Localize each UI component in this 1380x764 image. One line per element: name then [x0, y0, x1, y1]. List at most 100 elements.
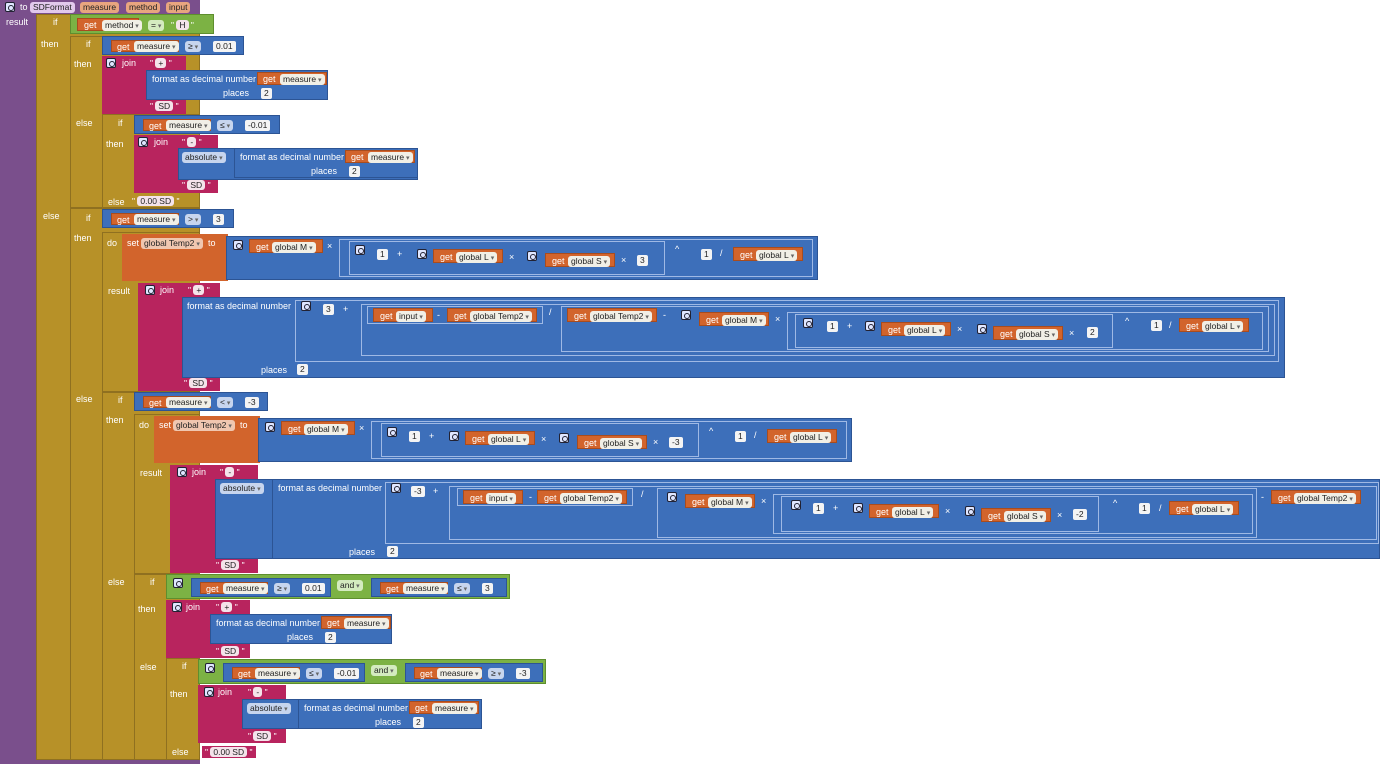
number-field[interactable]: 3: [482, 583, 493, 594]
get-global-l-block[interactable]: get global L: [733, 247, 803, 261]
mutator-gear-icon[interactable]: [106, 58, 116, 68]
get-measure-block[interactable]: get measure: [414, 667, 482, 679]
get-input-block[interactable]: get input: [373, 308, 433, 322]
add-block[interactable]: [349, 241, 665, 275]
math-function-dropdown[interactable]: absolute: [182, 152, 226, 163]
compare-lte-block[interactable]: get measure ≤ -0.01: [134, 115, 280, 134]
add-block[interactable]: [781, 496, 1099, 532]
number-field[interactable]: -0.01: [334, 668, 360, 679]
get-global-m-block[interactable]: get global M: [281, 421, 355, 435]
var-dropdown[interactable]: global Temp2: [141, 238, 203, 249]
procedure-header[interactable]: to SDFormat measure method input: [0, 0, 200, 14]
mutator-gear-icon[interactable]: [265, 422, 275, 432]
mutator-gear-icon[interactable]: [977, 324, 987, 334]
get-global-l-block[interactable]: get global L: [869, 504, 939, 518]
var-dropdown[interactable]: measure: [134, 214, 179, 225]
number-field[interactable]: 1: [735, 431, 746, 442]
string-H[interactable]: " H ": [171, 20, 194, 30]
multiply-block[interactable]: get global M × 1 + get global L × get gl…: [258, 418, 852, 462]
add-block[interactable]: [657, 488, 1257, 538]
compare-gte-block[interactable]: get measure ≥ 0.01: [102, 36, 244, 55]
format-decimal-block[interactable]: format as decimal number get measure pla…: [210, 614, 392, 644]
var-dropdown[interactable]: global Temp2: [1294, 493, 1356, 504]
divide-block[interactable]: [449, 486, 1377, 540]
format-decimal-block[interactable]: format as decimal number places 2 -3 + g…: [272, 479, 1380, 559]
number-field[interactable]: 1: [813, 503, 824, 514]
var-dropdown[interactable]: measure: [223, 583, 268, 594]
number-field[interactable]: 0.01: [302, 583, 325, 594]
operator-dropdown[interactable]: ≥: [185, 41, 202, 52]
mutator-gear-icon[interactable]: [791, 500, 801, 510]
var-dropdown[interactable]: measure: [134, 41, 179, 52]
number-field[interactable]: -2: [1073, 509, 1087, 520]
mutator-gear-icon[interactable]: [177, 467, 187, 477]
compare-lt-block[interactable]: get measure < -3: [134, 392, 268, 411]
mutator-gear-icon[interactable]: [965, 506, 975, 516]
get-measure-block[interactable]: get measure: [143, 396, 211, 408]
mutator-gear-icon[interactable]: [355, 245, 365, 255]
var-dropdown[interactable]: global L: [456, 252, 498, 263]
number-field[interactable]: -3: [516, 668, 530, 679]
string-SD[interactable]: " SD ": [182, 180, 211, 190]
get-measure-block[interactable]: get measure: [321, 616, 391, 629]
set-temp2-block[interactable]: set global Temp2 to: [154, 416, 260, 463]
get-global-l-block[interactable]: get global L: [881, 322, 951, 336]
get-global-l-block[interactable]: get global L: [433, 249, 503, 263]
number-field[interactable]: 1: [377, 249, 388, 260]
get-global-m-block[interactable]: get global M: [699, 312, 769, 326]
subtract-block[interactable]: [457, 488, 633, 506]
var-dropdown[interactable]: measure: [166, 120, 211, 131]
var-dropdown[interactable]: measure: [432, 703, 477, 714]
string-zero-sd[interactable]: " 0.00 SD ": [132, 196, 180, 206]
param-method[interactable]: method: [126, 2, 161, 13]
math-function-dropdown[interactable]: absolute: [220, 483, 264, 494]
mutator-gear-icon[interactable]: [387, 427, 397, 437]
compare-gte-block[interactable]: get measure ≥ -3: [405, 663, 543, 682]
number-field[interactable]: 2: [413, 717, 424, 728]
compare-lte-block[interactable]: get measure ≤ -0.01: [223, 663, 365, 682]
var-dropdown[interactable]: global M: [272, 242, 316, 253]
format-decimal-block[interactable]: format as decimal number places 2 3 + ge…: [182, 297, 1285, 378]
var-dropdown[interactable]: input: [486, 493, 516, 504]
mutator-gear-icon[interactable]: [417, 249, 427, 259]
procedure-name[interactable]: SDFormat: [30, 2, 75, 13]
var-dropdown[interactable]: input: [396, 311, 426, 322]
get-measure-block[interactable]: get measure: [143, 119, 211, 131]
power-block[interactable]: [371, 421, 847, 459]
divide-block[interactable]: [361, 304, 1275, 356]
number-field[interactable]: 1: [1151, 320, 1162, 331]
get-global-s-block[interactable]: get global S: [577, 435, 647, 449]
number-field[interactable]: -3: [245, 397, 259, 408]
get-global-temp2-block[interactable]: get global Temp2: [447, 308, 537, 322]
mutator-gear-icon[interactable]: [138, 137, 148, 147]
get-measure-block[interactable]: get measure: [257, 72, 327, 85]
mutator-gear-icon[interactable]: [173, 578, 183, 588]
get-global-s-block[interactable]: get global S: [993, 326, 1063, 340]
get-global-temp2-block[interactable]: get global Temp2: [537, 490, 627, 504]
number-field[interactable]: 2: [297, 364, 308, 375]
var-dropdown[interactable]: measure: [344, 618, 389, 629]
mutator-gear-icon[interactable]: [301, 301, 311, 311]
format-decimal-block[interactable]: format as decimal number get measure pla…: [298, 699, 482, 729]
string-SD[interactable]: " SD ": [150, 101, 179, 111]
subtract-block[interactable]: [367, 306, 543, 324]
format-decimal-block[interactable]: format as decimal number get measure pla…: [234, 148, 418, 178]
get-measure-block[interactable]: get measure: [345, 150, 415, 163]
var-dropdown[interactable]: global L: [790, 432, 832, 443]
mutator-gear-icon[interactable]: [667, 492, 677, 502]
string-SD[interactable]: " SD ": [216, 646, 245, 656]
get-measure-block[interactable]: get measure: [409, 701, 479, 714]
mutator-gear-icon[interactable]: [853, 503, 863, 513]
var-dropdown[interactable]: measure: [437, 668, 482, 679]
var-dropdown[interactable]: measure: [255, 668, 300, 679]
get-global-s-block[interactable]: get global S: [545, 253, 615, 267]
string-plus[interactable]: " + ": [150, 58, 172, 68]
var-dropdown[interactable]: measure: [368, 152, 413, 163]
operator-dropdown[interactable]: >: [185, 214, 202, 225]
number-field[interactable]: 3: [637, 255, 648, 266]
get-global-l-block[interactable]: get global L: [465, 431, 535, 445]
operator-dropdown[interactable]: ≤: [217, 120, 234, 131]
mutator-gear-icon[interactable]: [172, 602, 182, 612]
number-field[interactable]: 1: [409, 431, 420, 442]
string-plus[interactable]: " + ": [216, 602, 238, 612]
